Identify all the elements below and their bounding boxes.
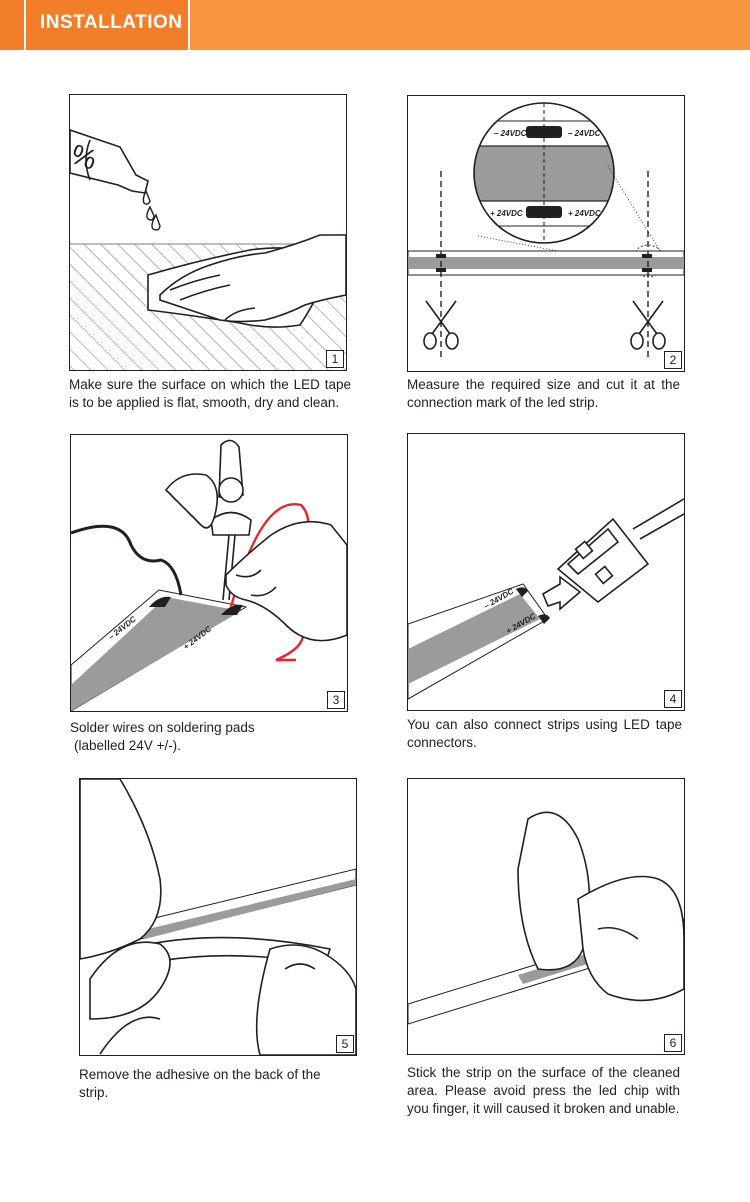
strip-connector-icon — [556, 498, 684, 604]
liquid-drops-icon — [142, 189, 161, 231]
led-strip — [140, 879, 356, 939]
black-wire — [71, 524, 183, 596]
hand-icon — [159, 234, 346, 323]
step-2-illustration: – 24VDC – 24VDC + 24VDC + 24VDC — [407, 95, 685, 372]
hand-icon — [517, 811, 684, 1002]
step-1-illustration: % 1 — [69, 94, 347, 371]
magnifier-circle — [473, 102, 615, 244]
page-title: INSTALLATION — [40, 12, 183, 33]
step-5-number: 5 — [336, 1035, 354, 1053]
step-6-illustration: 6 — [407, 778, 685, 1055]
led-strip — [408, 594, 540, 684]
step-1-number: 1 — [326, 350, 344, 368]
step-6-number: 6 — [664, 1034, 682, 1052]
hand-icon — [164, 473, 347, 642]
svg-text:+ 24VDC: + 24VDC — [568, 209, 601, 218]
led-strip — [71, 597, 241, 711]
step-6-caption: Stick the strip on the surface of the cl… — [407, 1065, 680, 1116]
step-5-caption: Remove the adhesive on the back of the s… — [79, 1067, 321, 1100]
svg-text:– 24VDC: – 24VDC — [568, 129, 601, 138]
step-2-caption: Measure the required size and cut it at … — [407, 377, 680, 410]
step-3-illustration: – 24VDC + 24VDC 3 — [70, 434, 348, 712]
header-divider — [24, 0, 26, 50]
step-3-caption-line: Solder wires on soldering pads — [70, 720, 255, 735]
hand-icon — [80, 779, 171, 1055]
step-3-caption-line: (labelled 24V +/-). — [74, 738, 181, 753]
header-divider — [188, 0, 190, 50]
step-4-caption: You can also connect strips using LED ta… — [407, 717, 682, 750]
scissors-icon — [630, 300, 666, 350]
hand-icon — [255, 944, 356, 1055]
svg-text:– 24VDC: – 24VDC — [494, 129, 527, 138]
step-2-number: 2 — [664, 351, 682, 369]
step-3-caption: Solder wires on soldering pads (labelled… — [70, 719, 350, 755]
step-5-illustration: 5 — [79, 778, 357, 1056]
step-3-number: 3 — [327, 691, 345, 709]
cleaner-bottle-icon: % — [70, 129, 149, 194]
scissors-icon — [423, 300, 459, 350]
svg-text:+ 24VDC: + 24VDC — [490, 209, 523, 218]
header-tab — [0, 0, 188, 50]
step-4-number: 4 — [664, 690, 682, 708]
step-4-illustration: – 24VDC + 24VDC 4 — [407, 433, 685, 711]
step-1-caption: Make sure the surface on which the LED t… — [69, 377, 351, 410]
arrow-right-icon — [541, 575, 582, 611]
